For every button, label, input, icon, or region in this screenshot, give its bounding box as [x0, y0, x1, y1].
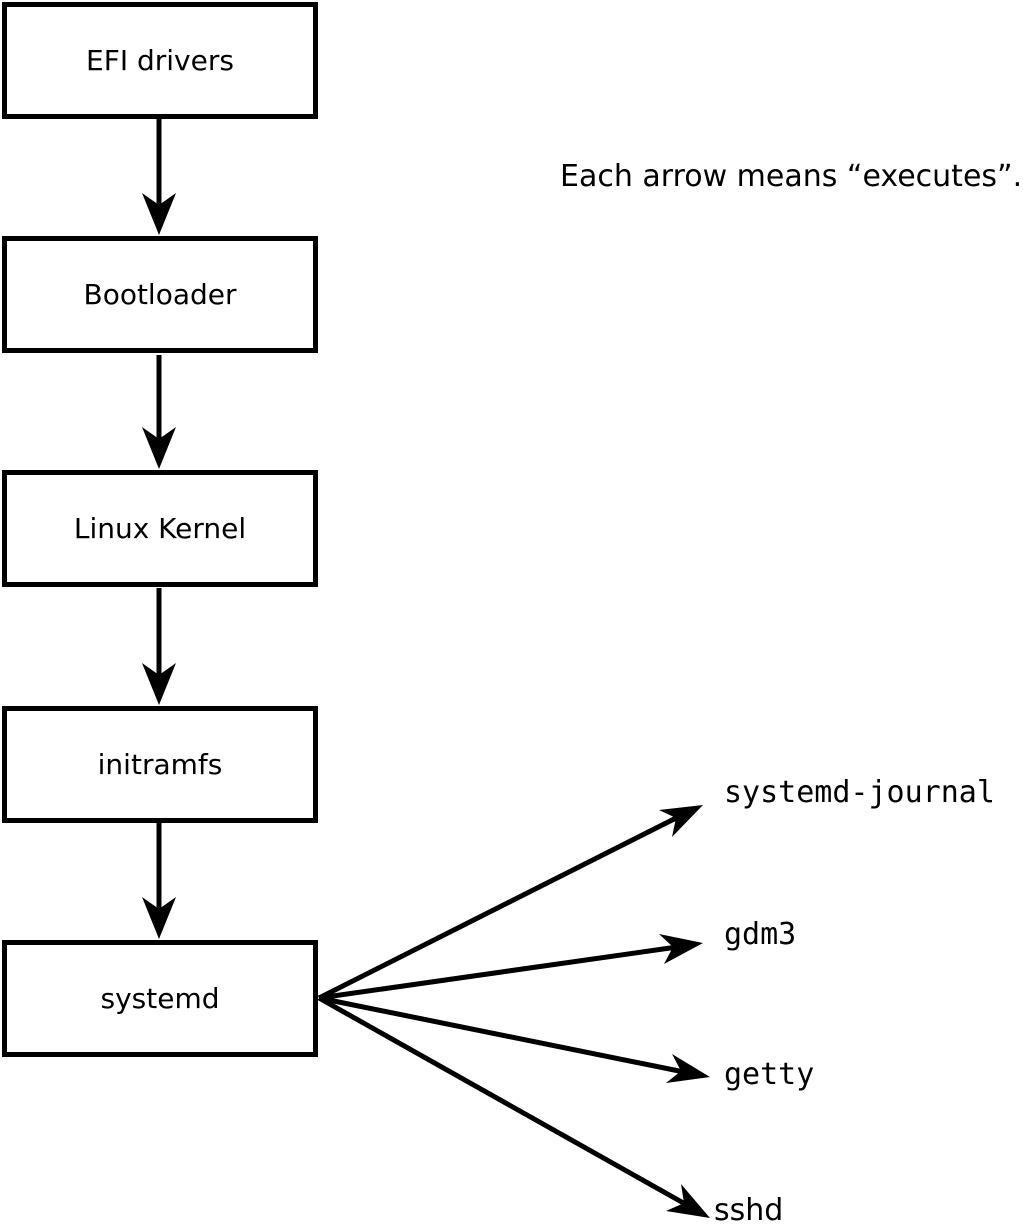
node-initramfs: initramfs — [2, 706, 318, 823]
label-systemd-journal: systemd-journal — [724, 775, 995, 810]
node-systemd: systemd — [2, 940, 318, 1057]
label-getty: getty — [724, 1057, 815, 1092]
arrow-efi-to-bootloader — [142, 119, 176, 235]
arrow-kernel-to-initramfs — [142, 588, 176, 705]
arrow-systemd-to-getty — [318, 995, 710, 1083]
node-bootloader: Bootloader — [2, 236, 318, 353]
label-gdm3: gdm3 — [724, 917, 797, 952]
arrow-systemd-to-systemd-journal — [317, 805, 703, 1001]
legend-note: Each arrow means “executes”. — [560, 159, 1023, 194]
node-bootloader-label: Bootloader — [83, 277, 237, 311]
node-linux-kernel: Linux Kernel — [2, 470, 318, 587]
label-sshd: sshd — [714, 1193, 784, 1228]
node-efi-drivers-label: EFI drivers — [86, 43, 234, 77]
node-systemd-label: systemd — [100, 981, 220, 1015]
arrow-systemd-to-gdm3 — [318, 934, 703, 1001]
node-efi-drivers: EFI drivers — [2, 2, 318, 119]
node-initramfs-label: initramfs — [97, 747, 223, 781]
arrow-systemd-to-sshd — [317, 995, 710, 1218]
node-linux-kernel-label: Linux Kernel — [73, 511, 247, 545]
arrow-bootloader-to-kernel — [142, 355, 176, 469]
arrow-initramfs-to-systemd — [142, 823, 176, 939]
